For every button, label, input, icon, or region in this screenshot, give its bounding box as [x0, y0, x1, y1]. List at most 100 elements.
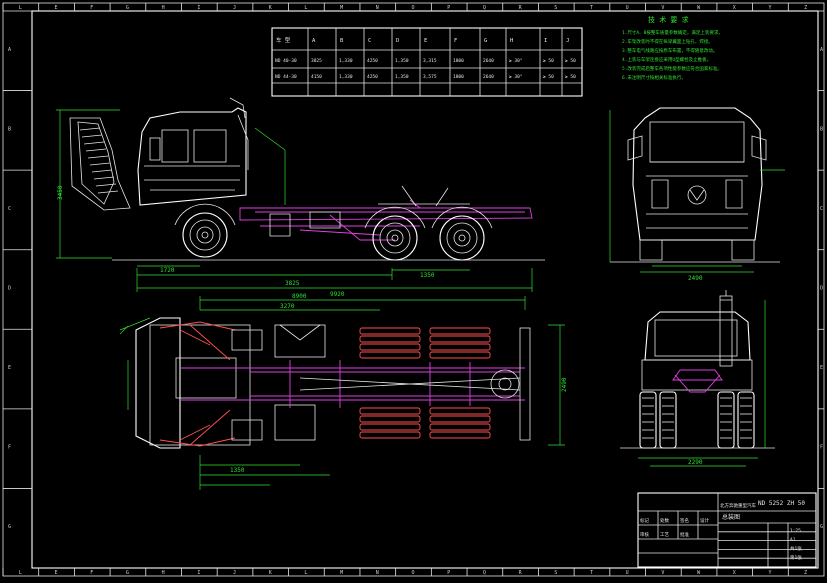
spec-header-cell: F: [454, 38, 457, 44]
zone-label-bottom: K: [269, 570, 272, 576]
zone-label-side: B: [8, 126, 11, 132]
tyre: [359, 327, 421, 335]
spec-cell: 4150: [311, 74, 322, 80]
spec-cell: ≥ 30°: [509, 74, 523, 80]
plan-chassis-rails: [180, 367, 525, 401]
cab-body: [137, 107, 247, 206]
title-block-company: 北方奔驰重型汽车: [720, 502, 756, 509]
zone-label-top: F: [90, 5, 93, 11]
tyre: [429, 431, 491, 439]
title-block-cell: 工艺: [660, 532, 669, 538]
tech-note-line: 6.未注明尺寸按相关标准执行。: [622, 74, 686, 81]
zone-label-bottom: I: [197, 570, 200, 576]
zone-label-side: F: [820, 445, 823, 451]
zone-label-side: A: [8, 47, 11, 53]
zone-label-top: Y: [768, 5, 771, 11]
zone-label-side: E: [8, 365, 11, 371]
title-block-cell: 处数: [660, 517, 669, 524]
plan-dim-width: 2490: [561, 377, 568, 392]
tech-note-line: 3.整车电气线路应按原车布置，不得随意改动。: [622, 47, 717, 54]
zone-label-side: G: [820, 524, 823, 530]
spec-cell: 2640: [483, 58, 494, 64]
tech-notes: 技 术 要 求 1.尺寸A、B按整车质量参数确定，满足上装要求。2.车架改装时不…: [622, 15, 723, 81]
spec-header-cell: C: [368, 38, 371, 44]
zone-label-bottom: L: [19, 570, 22, 576]
tech-note-line: 2.车架改装时不得在纵梁翼面上钻孔、焊接。: [622, 38, 713, 45]
spec-cell: 2640: [483, 74, 494, 80]
zone-label-bottom: E: [55, 570, 58, 576]
rear-tyre: [639, 391, 657, 449]
spec-header-cell: A: [312, 38, 316, 44]
zone-label-top: E: [55, 5, 58, 11]
tyre: [359, 335, 421, 343]
spec-cell: ≥ 30°: [509, 58, 523, 64]
plan-dimensions: [119, 296, 565, 490]
title-block-value: 1:25: [790, 528, 801, 534]
side-dim-partial: 3825: [285, 280, 300, 287]
spec-cell: 1,350: [395, 58, 409, 64]
title-block-value: 第1张: [790, 554, 802, 561]
zone-label-bottom: P: [447, 570, 450, 576]
title-block-value: A1: [790, 537, 796, 543]
zone-label-bottom: O: [412, 570, 415, 576]
spec-cell: 3825: [311, 58, 322, 64]
tyre: [359, 351, 421, 359]
spec-cell: ≥ 50: [543, 74, 554, 80]
zone-label-bottom: V: [661, 570, 664, 576]
spec-cell: ≥ 50: [543, 58, 554, 64]
rear-view: 2290: [620, 290, 775, 467]
zone-label-top: Q: [483, 5, 486, 11]
spec-header-cell: D: [396, 38, 399, 44]
zone-label-top: W: [697, 5, 701, 11]
zone-label-bottom: L: [304, 570, 307, 576]
tech-note-line: 4.上装与车架连接应采用U型螺栓及止推板。: [622, 56, 711, 63]
side-dim-rear: 1350: [420, 272, 435, 279]
plan-view: 8900 3270 1350 2490: [119, 293, 568, 490]
spec-header-cell: H: [510, 38, 513, 44]
zone-label-top: S: [554, 5, 557, 11]
side-dimensions: [56, 109, 533, 292]
spec-cell: 1,330: [339, 74, 353, 80]
zone-label-side: F: [8, 445, 11, 451]
spec-cell: 1,330: [339, 58, 353, 64]
spec-table: [271, 27, 583, 97]
rear-tyre: [659, 391, 677, 449]
zone-label-bottom: G: [126, 570, 129, 576]
zone-label-bottom: T: [590, 570, 593, 576]
title-block-cell: 审核: [640, 531, 649, 538]
zone-label-bottom: S: [554, 570, 557, 576]
zone-label-top: V: [661, 5, 664, 11]
spec-cell: ND 44-30: [275, 74, 297, 80]
zone-label-side: E: [820, 365, 823, 371]
front-dim-width: 2490: [688, 275, 703, 282]
spec-cell: 3,575: [423, 74, 437, 80]
zone-label-bottom: Q: [483, 570, 486, 576]
zone-label-bottom: W: [697, 570, 701, 576]
zone-label-top: L: [304, 5, 307, 11]
spec-header-cell: G: [484, 38, 487, 44]
tyre: [429, 335, 491, 343]
zone-label-top: O: [412, 5, 415, 11]
rear-tyres: [639, 391, 755, 449]
spec-cell: 1800: [453, 74, 464, 80]
zone-label-top: Z: [804, 5, 807, 11]
title-block-cell: 标记: [640, 517, 649, 524]
spec-cell: ≥ 50: [565, 74, 576, 80]
tilted-cab-hatch: [79, 127, 119, 194]
zone-label-top: R: [519, 5, 523, 11]
tyre: [359, 423, 421, 431]
zone-label-bottom: F: [90, 570, 93, 576]
zone-label-top: L: [19, 5, 22, 11]
side-dim-height: 3450: [57, 185, 64, 200]
zone-label-bottom: H: [162, 570, 165, 576]
zone-label-bottom: Z: [804, 570, 807, 576]
zone-label-side: C: [8, 206, 11, 212]
zone-label-bottom: N: [376, 570, 379, 576]
spec-header-cell: B: [340, 38, 344, 44]
tyre: [359, 343, 421, 351]
tyre: [429, 423, 491, 431]
wheel: [182, 212, 228, 258]
tech-note-line: 5.改装完成后整车各项性能参数应符合国家标准。: [622, 65, 722, 72]
